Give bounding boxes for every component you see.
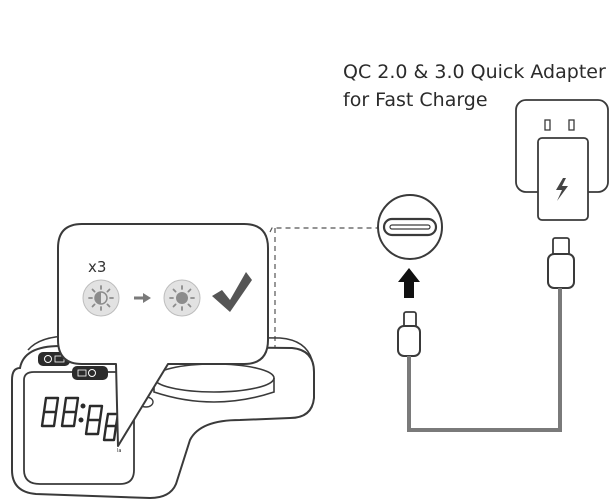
instruction-bubble: x3 — [57, 223, 269, 447]
bright-brightness-icon — [163, 279, 201, 317]
wall-adapter-icon — [515, 99, 609, 221]
insert-arrow-icon — [398, 268, 420, 298]
usb-a-plug — [547, 237, 575, 289]
adapter-caption: QC 2.0 & 3.0 Quick Adapter for Fast Char… — [343, 58, 606, 114]
adapter-caption-line2: for Fast Charge — [343, 89, 488, 111]
clock-display — [40, 396, 120, 442]
alarm-clock-device: la — [11, 335, 315, 500]
multiplier-label: x3 — [88, 258, 106, 276]
dashed-guide-line — [269, 227, 380, 350]
adapter-caption-line1: QC 2.0 & 3.0 Quick Adapter — [343, 61, 606, 83]
checkmark-icon — [212, 272, 252, 312]
top-button-right — [72, 366, 108, 380]
clock-indicator: la — [117, 448, 121, 454]
lightning-bolt-icon — [556, 178, 568, 201]
usb-cable — [407, 288, 562, 432]
dim-brightness-icon — [82, 279, 120, 317]
usb-c-port-icon — [377, 194, 443, 260]
usb-c-plug — [397, 311, 421, 357]
arrow-right-icon — [134, 293, 151, 303]
